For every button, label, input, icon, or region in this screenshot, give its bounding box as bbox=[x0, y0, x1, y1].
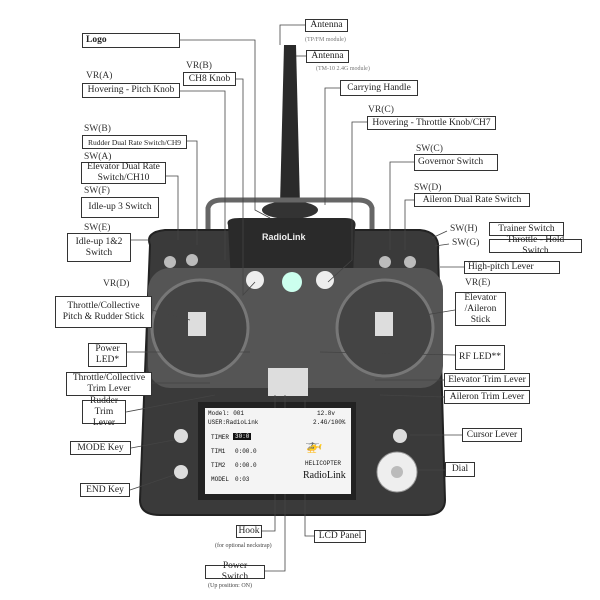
label-idle-up-1-2: Idle-up 1&2 Switch bbox=[67, 233, 131, 262]
label-throttle-stick: Throttle/Collective Pitch & Rudder Stick bbox=[55, 296, 152, 328]
lcd-tim2: TIM2 bbox=[211, 462, 226, 469]
lcd-timer-value: 30:0 bbox=[233, 433, 252, 440]
label-vr-c: VR(C) bbox=[368, 105, 394, 115]
label-vr-b: VR(B) bbox=[186, 61, 212, 71]
label-elevator-trim: Elevator Trim Lever bbox=[444, 373, 530, 387]
antenna-24g-note: (TM-10 2.4G module) bbox=[316, 66, 370, 72]
lcd-tim2-value: 0:00.0 bbox=[235, 462, 257, 469]
label-end-key: END Key bbox=[80, 483, 130, 497]
label-idle-up-3: Idle-up 3 Switch bbox=[81, 197, 159, 218]
label-vr-e: VR(E) bbox=[465, 278, 491, 288]
antenna bbox=[280, 45, 300, 205]
label-mode-key: MODE Key bbox=[70, 441, 131, 455]
label-antenna-24g: Antenna bbox=[306, 50, 349, 63]
label-sw-f: SW(F) bbox=[84, 186, 110, 196]
label-governor-switch: Governor Switch bbox=[414, 154, 498, 171]
end-key bbox=[174, 465, 188, 479]
helicopter-icon: 🚁 bbox=[305, 439, 323, 455]
label-rudder-dual-rate: Rudder Dual Rate Switch/CH9 bbox=[82, 135, 187, 149]
brand-logo: RadioLink bbox=[262, 232, 306, 242]
lcd-model-value: 0:03 bbox=[235, 476, 250, 483]
label-cursor-lever: Cursor Lever bbox=[462, 428, 522, 442]
label-vr-a: VR(A) bbox=[86, 71, 113, 81]
label-sw-c: SW(C) bbox=[416, 144, 443, 154]
label-vr-d: VR(D) bbox=[103, 279, 130, 289]
lcd-voltage: 12.8v bbox=[317, 410, 336, 417]
label-hook: Hook bbox=[236, 525, 262, 538]
cursor-lever bbox=[393, 429, 407, 443]
label-hovering-throttle-knob: Hovering - Throttle Knob/CH7 bbox=[367, 116, 496, 130]
label-aileron-trim: Aileron Trim Lever bbox=[444, 390, 530, 404]
label-lcd-panel: LCD Panel bbox=[314, 530, 366, 543]
label-rf-led: RF LED** bbox=[455, 345, 505, 370]
label-power-switch: Power Switch bbox=[205, 561, 265, 582]
label-power-led: Power LED* bbox=[88, 343, 127, 367]
lcd-type: HELICOPTER bbox=[305, 460, 342, 467]
mode-key bbox=[174, 429, 188, 443]
lcd-model: Model: 001 bbox=[208, 410, 245, 417]
label-sw-d: SW(D) bbox=[414, 183, 442, 193]
label-rudder-trim: Rudder Trim Lever bbox=[82, 396, 126, 428]
lcd-user: USER:RadioLink bbox=[208, 419, 259, 426]
power-note: (Up position: ON) bbox=[208, 583, 252, 589]
label-trainer-switch: Trainer Switch bbox=[489, 222, 564, 236]
label-elevator-stick: Elevator /Aileron Stick bbox=[455, 292, 506, 326]
label-sw-b: SW(B) bbox=[84, 124, 111, 134]
lcd-band: 2.4G/100% bbox=[313, 419, 346, 426]
label-dial: Dial bbox=[445, 462, 475, 477]
label-ch8-knob: CH8 Knob bbox=[183, 72, 236, 86]
lcd-screen: Model: 001 12.8v USER:RadioLink 2.4G/100… bbox=[205, 408, 351, 494]
label-sw-a: SW(A) bbox=[84, 152, 112, 162]
label-high-pitch-lever: High-pitch Lever bbox=[464, 261, 560, 274]
lcd-timer-label: TIMER bbox=[211, 434, 230, 441]
label-sw-h: SW(H) bbox=[450, 224, 478, 234]
lcd-tim1-value: 0:00.0 bbox=[235, 448, 257, 455]
label-antenna-fm: Antenna bbox=[305, 19, 348, 32]
label-aileron-dual-rate: Aileron Dual Rate Switch bbox=[414, 193, 530, 207]
antenna-fm-note: (TP/FM module) bbox=[305, 37, 346, 43]
label-throttle-hold: Throttle - Hold Switch bbox=[489, 235, 582, 256]
hook-note: (for optional neckstrap) bbox=[215, 543, 272, 549]
label-throttle-trim: Throttle/Collective Trim Lever bbox=[66, 372, 152, 396]
lcd-model-label: MODEL bbox=[211, 476, 230, 483]
label-carrying-handle: Carrying Handle bbox=[340, 80, 418, 96]
label-sw-g: SW(G) bbox=[452, 238, 480, 248]
lcd-logo: RadioLink bbox=[303, 470, 346, 481]
carrying-handle bbox=[205, 197, 375, 240]
label-sw-e: SW(E) bbox=[84, 223, 111, 233]
label-logo: Logo bbox=[82, 33, 180, 48]
label-elevator-dual-rate: Elevator Dual Rate Switch/CH10 bbox=[81, 162, 166, 184]
label-hovering-pitch-knob: Hovering - Pitch Knob bbox=[82, 83, 180, 98]
lcd-tim1: TIM1 bbox=[211, 448, 226, 455]
